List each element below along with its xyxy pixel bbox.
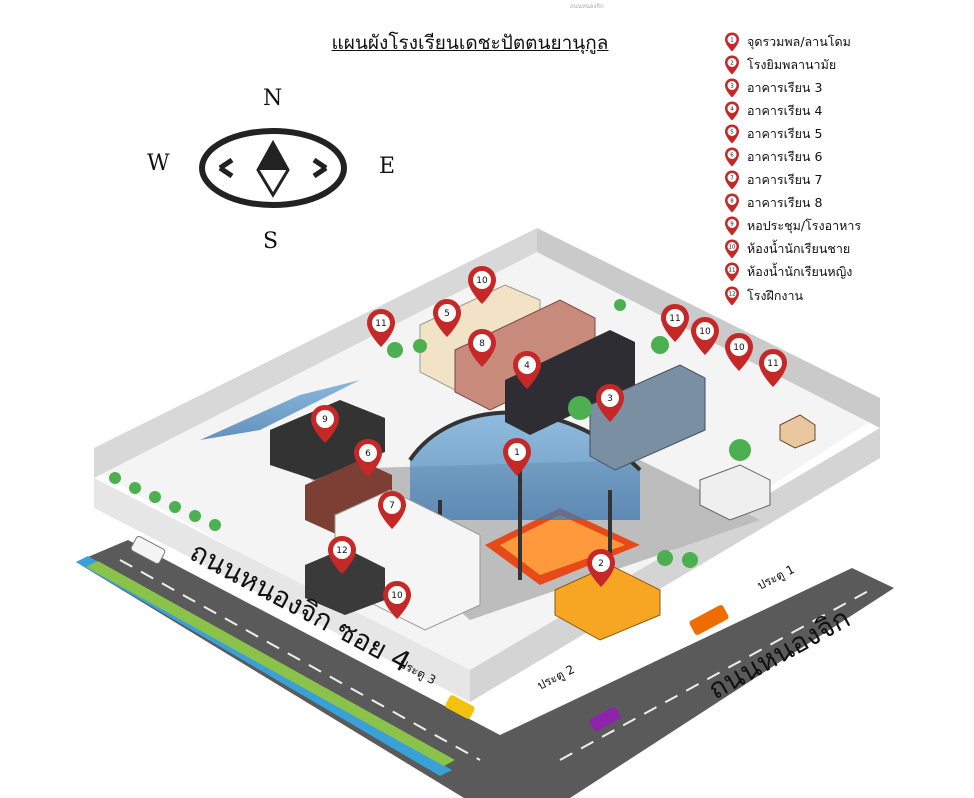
trees	[109, 299, 751, 568]
map-pin-icon: 5	[725, 124, 739, 144]
compass-north: N	[263, 86, 283, 111]
map-pin-icon: 3	[725, 78, 739, 98]
legend-label: โรงฝึกงาน	[747, 287, 804, 303]
compass-east: E	[379, 154, 396, 179]
svg-text:8: 8	[479, 339, 485, 349]
legend-item: 1 จุดรวมพล/ลานโดม	[724, 30, 969, 53]
map-pin-icon: 12	[725, 286, 739, 306]
legend-item: 5 อาคารเรียน 5	[724, 122, 969, 145]
legend-label: โรงยิมพลานามัย	[747, 56, 837, 72]
legend-item: 8 อาคารเรียน 8	[724, 192, 969, 215]
gate-label-2: ประตู 2	[535, 662, 577, 693]
legend-item: 12 โรงฝึกงาน	[724, 284, 969, 307]
legend-pin-number: 7	[730, 176, 734, 182]
legend-pin-number: 1	[730, 37, 734, 43]
legend-label: อาคารเรียน 6	[747, 149, 823, 165]
road-label-main-top: ถนนหนองจิก	[570, 3, 604, 10]
svg-text:12: 12	[336, 546, 347, 556]
legend-label: ห้องน้ำนักเรียนหญิง	[747, 264, 853, 280]
legend-pin-number: 10	[729, 245, 736, 251]
svg-text:2: 2	[598, 559, 604, 569]
compass-south: S	[263, 229, 279, 254]
map-pin[interactable]: 8	[468, 329, 496, 367]
map-pin[interactable]: 10	[725, 333, 753, 371]
svg-text:10: 10	[476, 276, 488, 286]
map-pin[interactable]: 11	[661, 304, 689, 342]
legend-item: 11 ห้องน้ำนักเรียนหญิง	[724, 261, 969, 284]
legend-pin-number: 2	[730, 60, 734, 66]
svg-text:10: 10	[391, 591, 403, 601]
legend: 1 จุดรวมพล/ลานโดม 2 โรงยิมพลานามัย 3 อาคารเรี…	[724, 30, 969, 307]
street-network	[76, 540, 894, 798]
legend-label: หอประชุม/โรงอาหาร	[747, 218, 862, 234]
map-pin[interactable]: 2	[587, 549, 615, 587]
compass-west: W	[147, 151, 170, 176]
legend-pin-number: 4	[730, 106, 734, 112]
svg-text:11: 11	[767, 359, 778, 369]
map-pin-icon: 2	[725, 55, 739, 75]
map-pin[interactable]: 6	[354, 439, 382, 477]
svg-text:9: 9	[322, 415, 328, 425]
legend-label: อาคารเรียน 5	[747, 125, 823, 141]
map-pin[interactable]: 1	[503, 438, 531, 476]
legend-item: 3 อาคารเรียน 3	[724, 76, 969, 99]
legend-label: ห้องน้ำนักเรียนชาย	[747, 241, 851, 257]
map-pin-icon: 9	[725, 216, 739, 236]
svg-text:7: 7	[389, 501, 395, 511]
map-pin[interactable]: 5	[433, 299, 461, 337]
legend-pin-number: 12	[729, 291, 736, 297]
gate-label-1: ประตู 1	[755, 562, 797, 593]
svg-text:10: 10	[699, 327, 711, 337]
legend-label: อาคารเรียน 3	[747, 79, 823, 95]
map-pin[interactable]: 10	[468, 266, 496, 304]
svg-text:10: 10	[733, 343, 745, 353]
map-pins: 1 2 3 4 5 6 7 8 9 10 10 10 10 11 11 11 1…	[311, 266, 787, 619]
legend-label: อาคารเรียน 4	[747, 102, 823, 118]
svg-text:5: 5	[444, 309, 450, 319]
map-pin-icon: 6	[725, 147, 739, 167]
map-pin-icon: 4	[725, 101, 739, 121]
map-pin-icon: 8	[725, 193, 739, 213]
compass	[199, 128, 347, 208]
legend-pin-number: 3	[730, 83, 734, 89]
map-pin[interactable]: 7	[378, 491, 406, 529]
map-pin-icon: 11	[725, 262, 739, 282]
map-pin-icon: 7	[725, 170, 739, 190]
legend-pin-number: 11	[729, 268, 736, 274]
legend-label: อาคารเรียน 7	[747, 172, 823, 188]
legend-pin-number: 9	[730, 222, 734, 228]
legend-item: 10 ห้องน้ำนักเรียนชาย	[724, 238, 969, 261]
map-pin[interactable]: 9	[311, 405, 339, 443]
legend-pin-number: 6	[730, 153, 734, 159]
map-pin-icon: 10	[725, 239, 739, 259]
legend-item: 4 อาคารเรียน 4	[724, 99, 969, 122]
legend-pin-number: 8	[730, 199, 734, 205]
svg-text:11: 11	[375, 319, 386, 329]
legend-item: 7 อาคารเรียน 7	[724, 169, 969, 192]
legend-label: จุดรวมพล/ลานโดม	[747, 33, 851, 49]
legend-pin-number: 5	[730, 129, 734, 135]
map-pin[interactable]: 10	[691, 317, 719, 355]
svg-text:4: 4	[524, 361, 530, 371]
svg-text:1: 1	[514, 448, 520, 458]
map-pin[interactable]: 11	[759, 349, 787, 387]
legend-item: 2 โรงยิมพลานามัย	[724, 53, 969, 76]
vehicles	[130, 535, 729, 732]
page-title: แผนผังโรงเรียนเดชะปัตตนยานุกูล	[331, 32, 609, 54]
svg-text:6: 6	[365, 449, 371, 459]
map-pin[interactable]: 12	[328, 536, 356, 574]
legend-item: 6 อาคารเรียน 6	[724, 145, 969, 168]
legend-label: อาคารเรียน 8	[747, 195, 823, 211]
map-pin[interactable]: 10	[383, 581, 411, 619]
legend-item: 9 หอประชุม/โรงอาหาร	[724, 215, 969, 238]
map-pin[interactable]: 3	[596, 384, 624, 422]
map-pin-icon: 1	[725, 32, 739, 52]
map-pin[interactable]: 11	[367, 309, 395, 347]
map-pin[interactable]: 4	[513, 351, 541, 389]
svg-text:11: 11	[669, 314, 680, 324]
svg-text:3: 3	[607, 394, 613, 404]
